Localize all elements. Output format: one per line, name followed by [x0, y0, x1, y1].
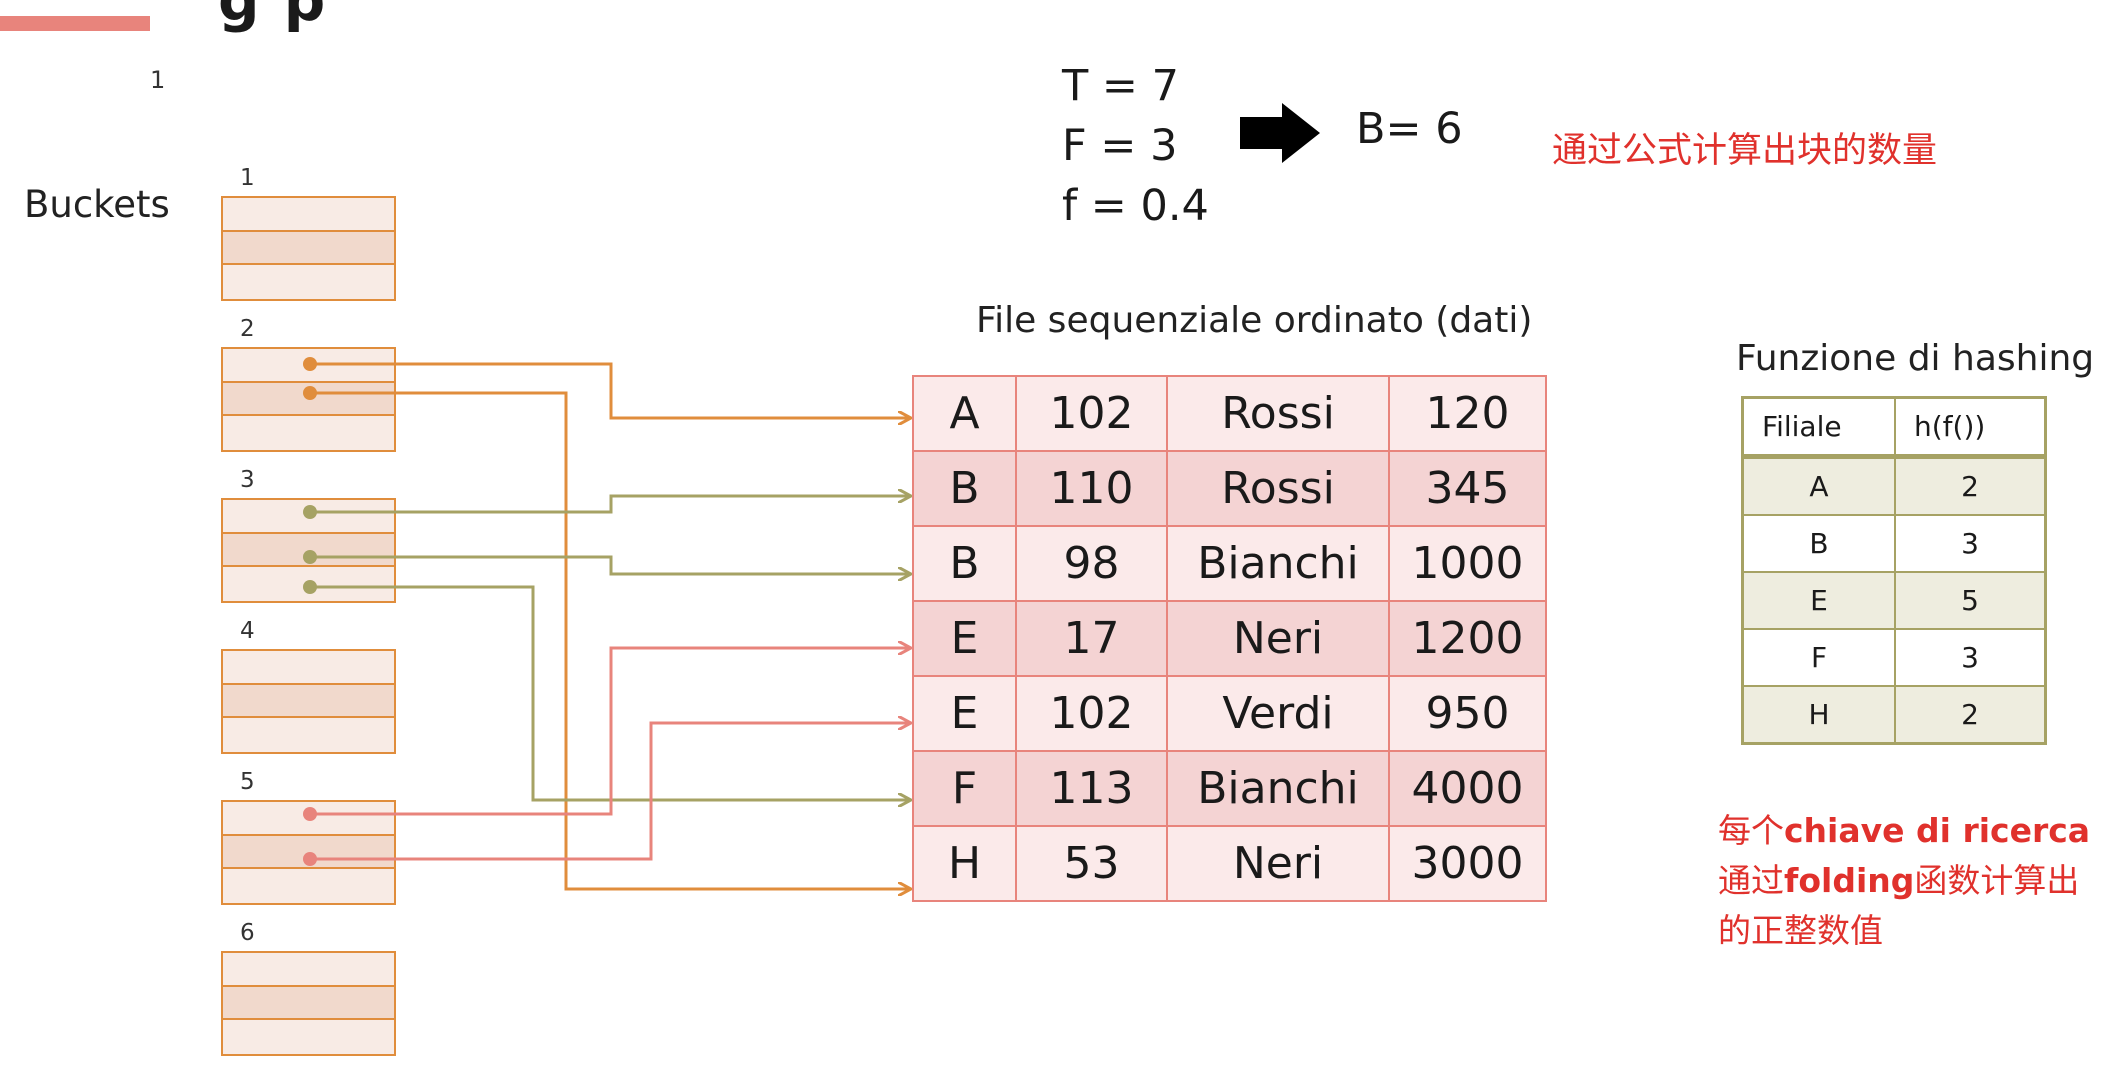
bucket-number-6: 6 [240, 920, 255, 946]
table-row: B 110 Rossi 345 [912, 450, 1547, 527]
note-blocks: 通过公式计算出块的数量 [1552, 131, 1938, 171]
bucket-6 [221, 951, 396, 1056]
pointer-bucket5-row-E2 [310, 723, 910, 861]
file-title: File sequenziale ordinato (dati) [976, 300, 1533, 341]
param-f: f = 0.4 [1062, 181, 1209, 231]
hash-key: F [1741, 628, 1896, 687]
pointer-bucket3-row-F [310, 585, 910, 800]
table-row: F 3 [1741, 628, 2047, 687]
cell-account: 98 [1015, 525, 1168, 602]
cell-name: Rossi [1166, 375, 1390, 452]
hash-header-branch: Filiale [1741, 396, 1896, 458]
hash-header-hash: h(f()) [1894, 396, 2047, 458]
hash-value: 5 [1894, 571, 2047, 630]
cell-name: Neri [1166, 825, 1390, 902]
cell-amount: 950 [1388, 675, 1547, 752]
title-accent-bar [0, 16, 150, 31]
cell-account: 110 [1015, 450, 1168, 527]
bucket-4 [221, 649, 396, 754]
slide-title-fragment: g p [218, 0, 328, 34]
pointer-bucket3-row-B2 [310, 555, 910, 574]
pointer-dot [303, 505, 317, 519]
pointer-dot [303, 580, 317, 594]
bucket-number-5: 5 [240, 769, 255, 795]
table-row: F 113 Bianchi 4000 [912, 750, 1547, 827]
cell-amount: 3000 [1388, 825, 1547, 902]
cell-branch: A [912, 375, 1017, 452]
hash-key: H [1741, 685, 1896, 745]
cell-branch: B [912, 450, 1017, 527]
cell-amount: 345 [1388, 450, 1547, 527]
cell-account: 102 [1015, 675, 1168, 752]
cell-amount: 4000 [1388, 750, 1547, 827]
param-T: T = 7 [1062, 61, 1179, 111]
param-F: F = 3 [1062, 121, 1178, 171]
pointer-bucket2-row-H [310, 391, 910, 889]
hash-header-row: Filiale h(f()) [1741, 396, 2047, 458]
table-row: E 102 Verdi 950 [912, 675, 1547, 752]
pointer-dot [303, 386, 317, 400]
pointer-dot [303, 852, 317, 866]
hash-key: E [1741, 571, 1896, 630]
hash-title: Funzione di hashing [1736, 338, 2095, 379]
hash-function-table: Filiale h(f()) A 2 B 3 E 5 F 3 H 2 [1741, 396, 2047, 745]
parameters: T = 7 F = 3 f = 0.4 [1062, 56, 1209, 236]
sequential-file-table: A 102 Rossi 120 B 110 Rossi 345 B 98 Bia… [912, 375, 1547, 902]
cell-branch: B [912, 525, 1017, 602]
bucket-number-3: 3 [240, 467, 255, 493]
cell-branch: F [912, 750, 1017, 827]
cell-branch: H [912, 825, 1017, 902]
pointer-bucket3-row-B1 [310, 496, 910, 514]
cell-name: Neri [1166, 600, 1390, 677]
pointer-dot [303, 807, 317, 821]
pointer-bucket5-row-E1 [310, 648, 910, 816]
cell-amount: 1200 [1388, 600, 1547, 677]
cell-branch: E [912, 600, 1017, 677]
blocks-result: B= 6 [1356, 104, 1463, 154]
table-row: H 53 Neri 3000 [912, 825, 1547, 902]
hash-key: B [1741, 514, 1896, 573]
cell-account: 113 [1015, 750, 1168, 827]
table-row: B 3 [1741, 514, 2047, 573]
table-row: A 2 [1741, 455, 2047, 516]
bucket-1 [221, 196, 396, 301]
cell-name: Verdi [1166, 675, 1390, 752]
cell-branch: E [912, 675, 1017, 752]
slide-number: 1 [150, 66, 166, 94]
right-arrow-icon [1240, 103, 1320, 163]
cell-name: Bianchi [1166, 525, 1390, 602]
hash-value: 2 [1894, 685, 2047, 745]
cell-amount: 120 [1388, 375, 1547, 452]
table-row: E 5 [1741, 571, 2047, 630]
cell-name: Rossi [1166, 450, 1390, 527]
pointer-dot [303, 550, 317, 564]
bucket-number-4: 4 [240, 618, 255, 644]
bucket-number-1: 1 [240, 165, 255, 191]
hash-value: 3 [1894, 628, 2047, 687]
cell-account: 17 [1015, 600, 1168, 677]
note-folding: 每个chiave di ricerca 通过folding函数计算出 的正整数值 [1718, 811, 2091, 950]
hash-value: 2 [1894, 455, 2047, 516]
table-row: H 2 [1741, 685, 2047, 745]
hash-value: 3 [1894, 514, 2047, 573]
buckets-label: Buckets [24, 183, 170, 226]
hash-key: A [1741, 455, 1896, 516]
table-row: B 98 Bianchi 1000 [912, 525, 1547, 602]
table-row: A 102 Rossi 120 [912, 375, 1547, 452]
table-row: E 17 Neri 1200 [912, 600, 1547, 677]
bucket-number-2: 2 [240, 316, 255, 342]
cell-account: 53 [1015, 825, 1168, 902]
cell-amount: 1000 [1388, 525, 1547, 602]
cell-name: Bianchi [1166, 750, 1390, 827]
pointer-bucket2-row-A [310, 362, 910, 418]
pointer-dot [303, 357, 317, 371]
cell-account: 102 [1015, 375, 1168, 452]
